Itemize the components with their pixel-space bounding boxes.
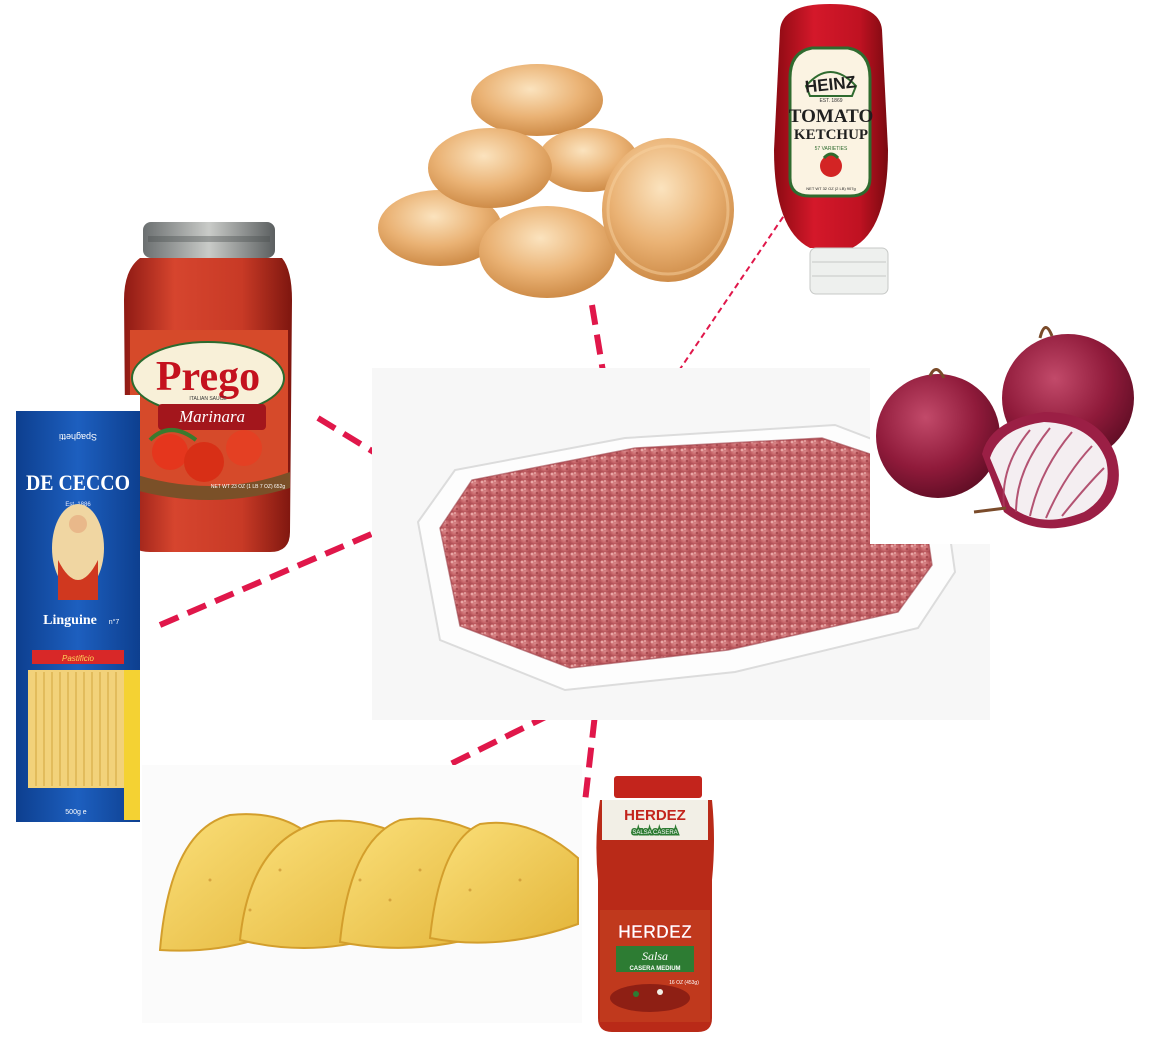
heinz-varieties: 57 VARIETIES (815, 146, 848, 152)
heinz-line1: TOMATO (789, 106, 873, 127)
dececco-bottom: 500g e (65, 809, 87, 816)
herdez-brand-main: HERDEZ (618, 922, 692, 942)
heinz-net: NET WT 32 OZ (2 LB) 907g (806, 186, 855, 191)
ketchup-bottle: HEINZ EST. 1869 TOMATO KETCHUP 57 VARIET… (774, 4, 888, 294)
pasta-sauce-jar: Prego ITALIAN SAUCE Marinara NET WT 23 O… (124, 222, 292, 552)
prego-tagline: ITALIAN SAUCE (189, 396, 227, 402)
dececco-top: Spaghetti (59, 432, 97, 442)
heinz-line2: KETCHUP (794, 127, 868, 143)
dececco-num: n°7 (109, 618, 120, 626)
prego-net: NET WT 23 OZ (1 LB 7 OZ) 652g (211, 484, 286, 490)
red-onions (870, 308, 1163, 544)
dececco-brand: DE CECCO (26, 470, 130, 495)
herdez-brand-top: HERDEZ (624, 807, 686, 824)
taco-shells (142, 765, 582, 1023)
heinz-est: EST. 1869 (819, 98, 842, 104)
herdez-style: CASERA MEDIUM (629, 966, 680, 972)
hamburger-buns (378, 64, 734, 298)
salsa-bowl-illustration (610, 984, 690, 1012)
prego-brand: Prego (156, 354, 260, 400)
linguine-package: Spaghetti DE CECCO Est. 1886 Linguine n°… (16, 395, 140, 822)
dececco-name: Linguine (43, 613, 97, 628)
herdez-kind: Salsa (642, 949, 668, 963)
herdez-sub-top: SALSA CASERA (632, 830, 677, 836)
dececco-promo: Pastificio (62, 654, 95, 663)
prego-variety: Marinara (178, 407, 245, 426)
farm-girl-illustration (52, 504, 104, 600)
salsa-jar: HERDEZ SALSA CASERA HERDEZ Salsa CASERA … (596, 776, 714, 1032)
herdez-net: 16 OZ (453g) (669, 980, 699, 986)
